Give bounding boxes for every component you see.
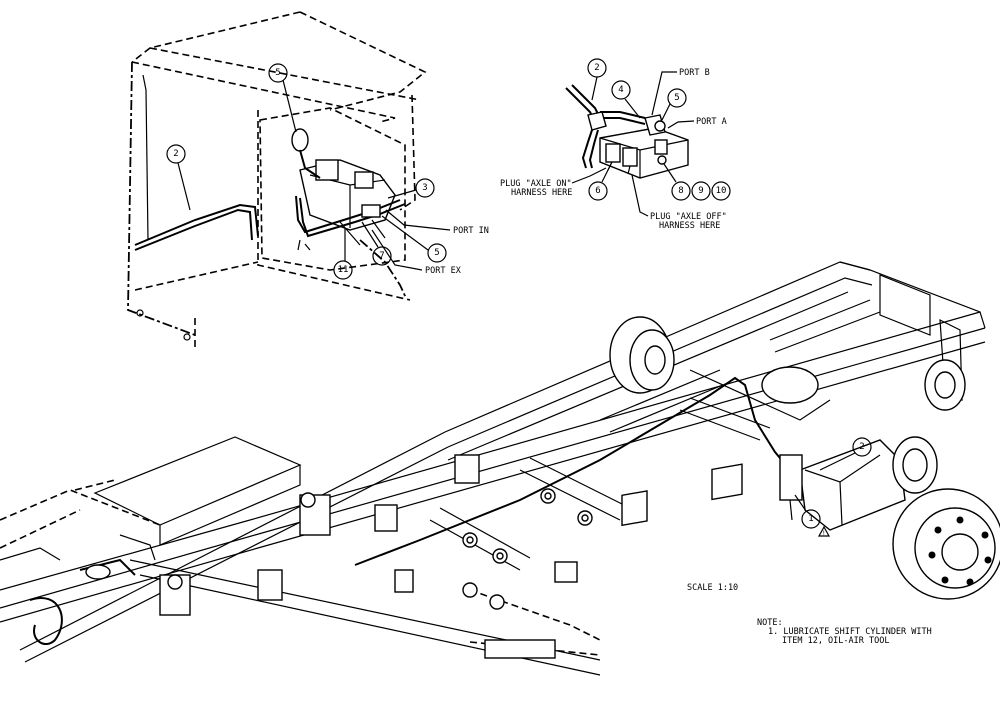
callout-balloon: 11 [333,228,353,280]
detail-view-valve-closeup [565,84,689,179]
svg-text:7: 7 [379,251,384,261]
callout-balloon: 5 [661,88,687,121]
svg-text:2: 2 [173,149,178,159]
port-b-label: PORT B [651,68,710,116]
svg-text:!: ! [822,530,826,537]
detail-view-valve-mount [127,11,427,350]
axle-off-harness-label: PLUG "AXLE OFF" HARNESS HERE [631,174,727,231]
svg-text:5: 5 [275,68,280,78]
svg-text:10: 10 [716,186,727,196]
svg-text:PLUG "AXLE OFF": PLUG "AXLE OFF" [650,212,727,222]
warning-triangle-icon: ! [817,525,831,537]
svg-text:2: 2 [594,63,599,73]
svg-text:NOTE:: NOTE: [757,618,783,628]
callout-balloon: 2 [166,144,191,211]
svg-text:5: 5 [674,93,679,103]
svg-text:HARNESS HERE: HARNESS HERE [659,221,720,231]
scale-label: SCALE 1:10 [687,583,738,593]
callout-balloon: 3 [387,178,435,199]
svg-text:9: 9 [698,186,703,196]
callout-balloon: 8 9 10 [663,163,731,201]
port-in-label: PORT IN [385,209,489,236]
svg-text:2: 2 [859,442,864,452]
callout-balloon: 5 [268,63,297,133]
svg-text:5: 5 [434,248,439,258]
svg-text:1: 1 [808,514,813,524]
svg-text:6: 6 [595,186,600,196]
general-note: NOTE: 1. LUBRICATE SHIFT CYLINDER WITH I… [757,618,932,646]
callout-balloon: 2 [819,437,872,471]
svg-text:PORT B: PORT B [679,68,710,78]
callout-balloon: 4 [611,80,641,119]
callout-balloon: 2 [587,58,607,101]
svg-text:11: 11 [338,265,349,275]
svg-text:HARNESS HERE: HARNESS HERE [511,188,572,198]
port-ex-label: PORT EX [371,229,462,276]
port-a-label: PORT A [667,117,727,129]
axle-on-harness-label: PLUG "AXLE ON" HARNESS HERE [500,167,607,198]
callout-balloon: 7 [361,221,392,266]
svg-text:8: 8 [678,186,683,196]
svg-text:ITEM 12, OIL-AIR TOOL: ITEM 12, OIL-AIR TOOL [782,636,889,646]
callout-balloon: 1 [794,494,821,529]
svg-text:PLUG "AXLE ON": PLUG "AXLE ON" [500,179,572,189]
svg-text:3: 3 [422,183,427,193]
chassis-frame [0,261,1000,676]
svg-text:4: 4 [618,85,623,95]
svg-text:PORT A: PORT A [696,117,727,127]
svg-text:1. LUBRICATE SHIFT CYLINDER WI: 1. LUBRICATE SHIFT CYLINDER WITH [768,627,932,637]
svg-text:PORT EX: PORT EX [425,266,462,276]
svg-text:PORT IN: PORT IN [453,226,489,236]
callout-balloon: 6 [588,161,613,201]
callout-balloon: 5 [381,215,447,263]
